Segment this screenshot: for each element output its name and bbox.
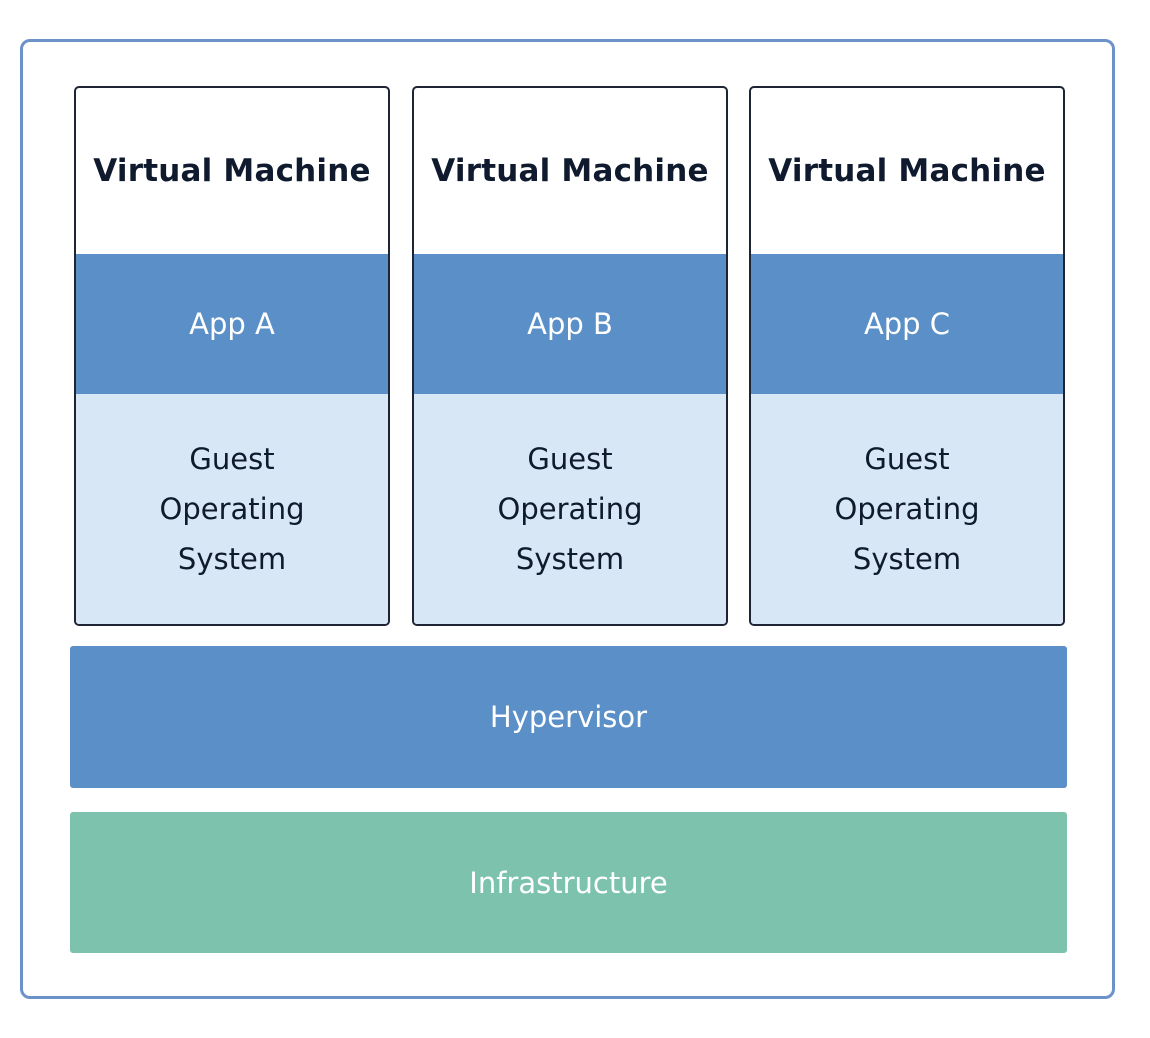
diagram-frame	[20, 39, 1115, 999]
guest-os-block: Guest Operating System	[751, 394, 1063, 624]
vm-title: Virtual Machine	[431, 153, 709, 189]
guest-os-line: Guest	[527, 442, 613, 476]
guest-os-line: Operating	[497, 492, 643, 526]
guest-os-line: System	[852, 542, 962, 576]
virtual-machine-a: Virtual Machine App A Guest Operating Sy…	[74, 86, 390, 626]
virtual-machine-c: Virtual Machine App C Guest Operating Sy…	[749, 86, 1065, 626]
app-block: App C	[751, 254, 1063, 394]
app-block: App A	[76, 254, 388, 394]
vm-title: Virtual Machine	[93, 153, 371, 189]
guest-os-line: System	[177, 542, 287, 576]
guest-os-line: System	[515, 542, 625, 576]
guest-os-line: Guest	[189, 442, 275, 476]
hypervisor-layer: Hypervisor	[70, 646, 1067, 788]
guest-os-block: Guest Operating System	[414, 394, 726, 624]
guest-os-line: Guest	[864, 442, 950, 476]
infrastructure-layer: Infrastructure	[70, 812, 1067, 953]
app-block: App B	[414, 254, 726, 394]
guest-os-line: Operating	[159, 492, 305, 526]
vm-title: Virtual Machine	[768, 153, 1046, 189]
virtual-machine-b: Virtual Machine App B Guest Operating Sy…	[412, 86, 728, 626]
guest-os-line: Operating	[834, 492, 980, 526]
guest-os-block: Guest Operating System	[76, 394, 388, 624]
